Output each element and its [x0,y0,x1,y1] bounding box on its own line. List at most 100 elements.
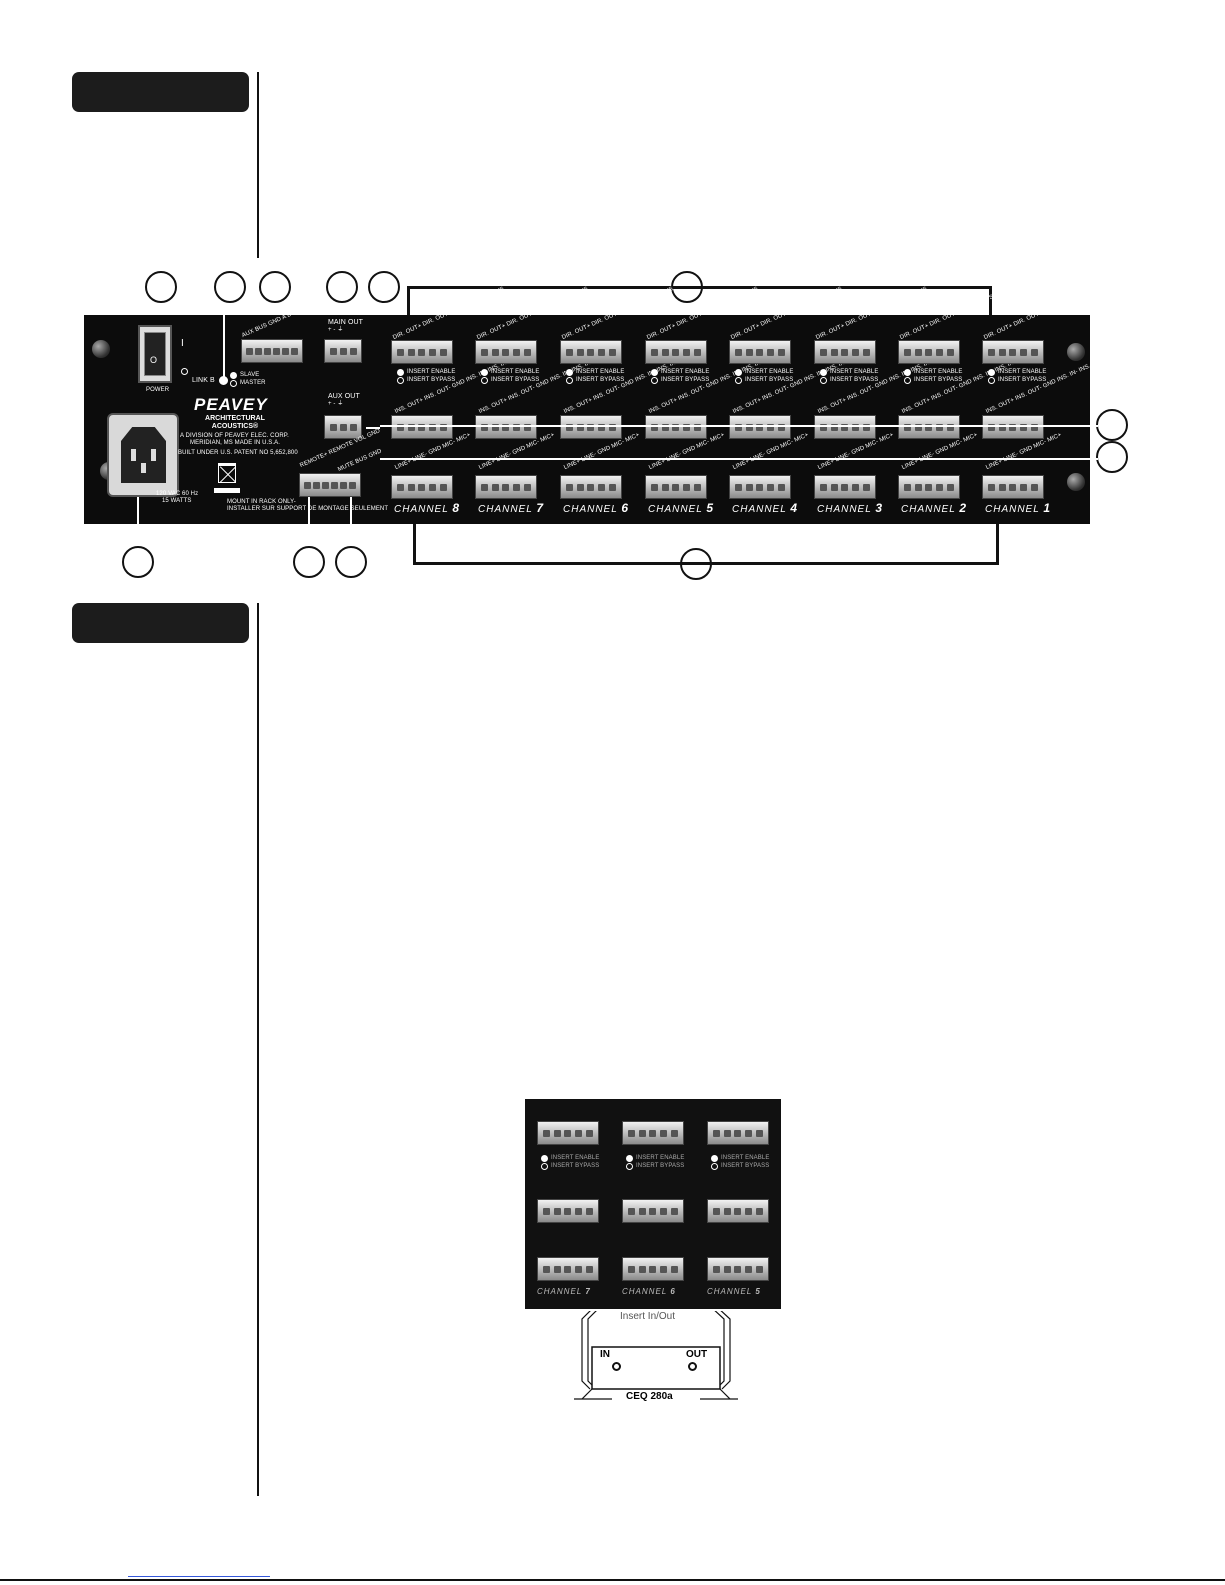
insert-enable-led-icon [397,369,404,376]
dir-out-terminal[interactable] [645,340,707,364]
input-terminal[interactable] [560,475,622,499]
insert-bypass-label: INSERT BYPASS [998,377,1047,383]
callout-insert-jack [1096,441,1128,473]
dir-out-terminal[interactable] [814,340,876,364]
photo-channel-label: CHANNEL 7 [537,1287,591,1296]
photo-insert-bypass-label: INSERT BYPASS [636,1163,685,1169]
input-terminal[interactable] [475,475,537,499]
aux-bus-terminal[interactable] [241,339,303,363]
ac-inlet[interactable] [107,413,179,497]
margin-rule-top [257,72,259,258]
dir-out-terminal[interactable] [729,340,791,364]
dir-out-terminal[interactable] [475,340,537,364]
screw-icon [1067,473,1085,491]
mount-line-1: MOUNT IN RACK ONLY- [227,499,296,505]
power-label: POWER [146,387,170,393]
insert-terminal[interactable] [560,415,622,439]
aux-out-signs: + - ⏚ [328,401,344,407]
insert-bypass-label: INSERT BYPASS [491,377,540,383]
insert-bypass-led-icon [904,377,911,384]
mount-line-2: INSTALLER SUR SUPPORT DE MONTAGE SEULEME… [227,506,389,512]
insert-terminal[interactable] [475,415,537,439]
insert-bypass-led-icon [820,377,827,384]
aux-out-terminal[interactable] [324,415,362,439]
insert-enable-label: INSERT ENABLE [998,369,1047,375]
insert-enable-led-icon [651,369,658,376]
screw-icon [92,340,110,358]
insert-terminal[interactable] [645,415,707,439]
channel-label: CHANNEL 1 [985,501,1052,515]
input-terminal[interactable] [814,475,876,499]
main-out-label: MAIN OUT [328,319,364,326]
insert-enable-label: INSERT ENABLE [407,369,456,375]
power-rating-line-2: 15 WATTS [162,498,192,504]
remote-terminal[interactable] [299,473,361,497]
link-switch[interactable] [219,376,228,385]
aux-bus-labels: AUX BUS GND A BUS [241,308,301,340]
insert-bypass-led-icon [988,377,995,384]
ceq-in-label: IN [600,1349,610,1360]
callout-power-switch [145,271,177,303]
bracket-direct-out [407,286,992,324]
insert-terminal[interactable] [391,415,453,439]
patent-text: BUILT UNDER U.S. PATENT NO 5,652,800 [178,450,298,456]
callout-remote [293,546,325,578]
channel-strip-4: DIR. OUT+ DIR. OUT- GND MUTE STATUS INSE… [729,286,849,524]
photo-input-terminal [707,1257,769,1281]
input-terminal[interactable] [645,475,707,499]
input-terminal[interactable] [391,475,453,499]
dir-out-terminal[interactable] [982,340,1044,364]
callout-mute-bus [335,546,367,578]
insert-terminal[interactable] [898,415,960,439]
insert-bypass-label: INSERT BYPASS [745,377,794,383]
power-led-icon [181,368,188,375]
dir-out-terminal[interactable] [560,340,622,364]
leader-line-ac [137,497,139,524]
channel-label: CHANNEL 3 [817,501,884,515]
ins-labels: INS. OUT+ INS. OUT- GND INS. IN- INS. IN… [985,358,1103,416]
photo-insert-enable-label: INSERT ENABLE [721,1155,770,1161]
division-text: A DIVISION OF PEAVEY ELEC. CORP. [180,433,289,439]
power-switch[interactable]: O [138,325,172,383]
address-text: MERIDIAN, MS MADE IN U.S.A. [190,440,281,446]
aux-out-label: AUX OUT [328,393,360,400]
channel-label: CHANNEL 2 [901,501,968,515]
input-terminal[interactable] [729,475,791,499]
callout-main-out [326,271,358,303]
ceq-in-jack-icon [612,1362,621,1371]
channel-strip-7: DIR. OUT+ DIR. OUT- GND MUTE STATUS INSE… [475,286,595,524]
photo-insert-terminal [707,1199,769,1223]
insert-enable-led-icon [481,369,488,376]
photo-insert-bypass-label: INSERT BYPASS [551,1163,600,1169]
channel-label: CHANNEL 7 [478,501,545,515]
slave-led-icon [230,372,237,379]
leader-line-insert-jack [380,458,1098,460]
section-tab-bottom [72,603,249,643]
channel-label: CHANNEL 6 [563,501,630,515]
dir-out-terminal[interactable] [898,340,960,364]
main-out-terminal[interactable] [324,339,362,363]
insert-terminal[interactable] [729,415,791,439]
photo-insert-bypass-led-icon [626,1163,633,1170]
input-terminal[interactable] [898,475,960,499]
insert-terminal[interactable] [814,415,876,439]
insert-bypass-led-icon [481,377,488,384]
insert-caption: Insert In/Out [620,1311,676,1322]
insert-enable-label: INSERT ENABLE [830,369,879,375]
input-terminal[interactable] [982,475,1044,499]
insert-terminal[interactable] [982,415,1044,439]
mute-bus-labels: MUTE BUS GND [337,448,383,474]
ceq-out-jack-icon [688,1362,697,1371]
dir-out-terminal[interactable] [391,340,453,364]
slave-label: SLAVE [240,372,260,378]
insert-bypass-label: INSERT BYPASS [407,377,456,383]
channel-strip-2: DIR. OUT+ DIR. OUT- GND MUTE STATUS INSE… [898,286,1018,524]
channel-label: CHANNEL 8 [394,501,461,515]
channel-label: CHANNEL 5 [648,501,715,515]
power-on-mark: I [181,338,184,349]
photo-insert-enable-label: INSERT ENABLE [551,1155,600,1161]
screw-icon [1067,343,1085,361]
insert-detail-photo: INSERT ENABLE INSERT BYPASS INSERT ENABL… [525,1099,781,1309]
brand-name: ARCHITECTURAL ACOUSTICS® [205,415,265,430]
insert-bypass-led-icon [735,377,742,384]
